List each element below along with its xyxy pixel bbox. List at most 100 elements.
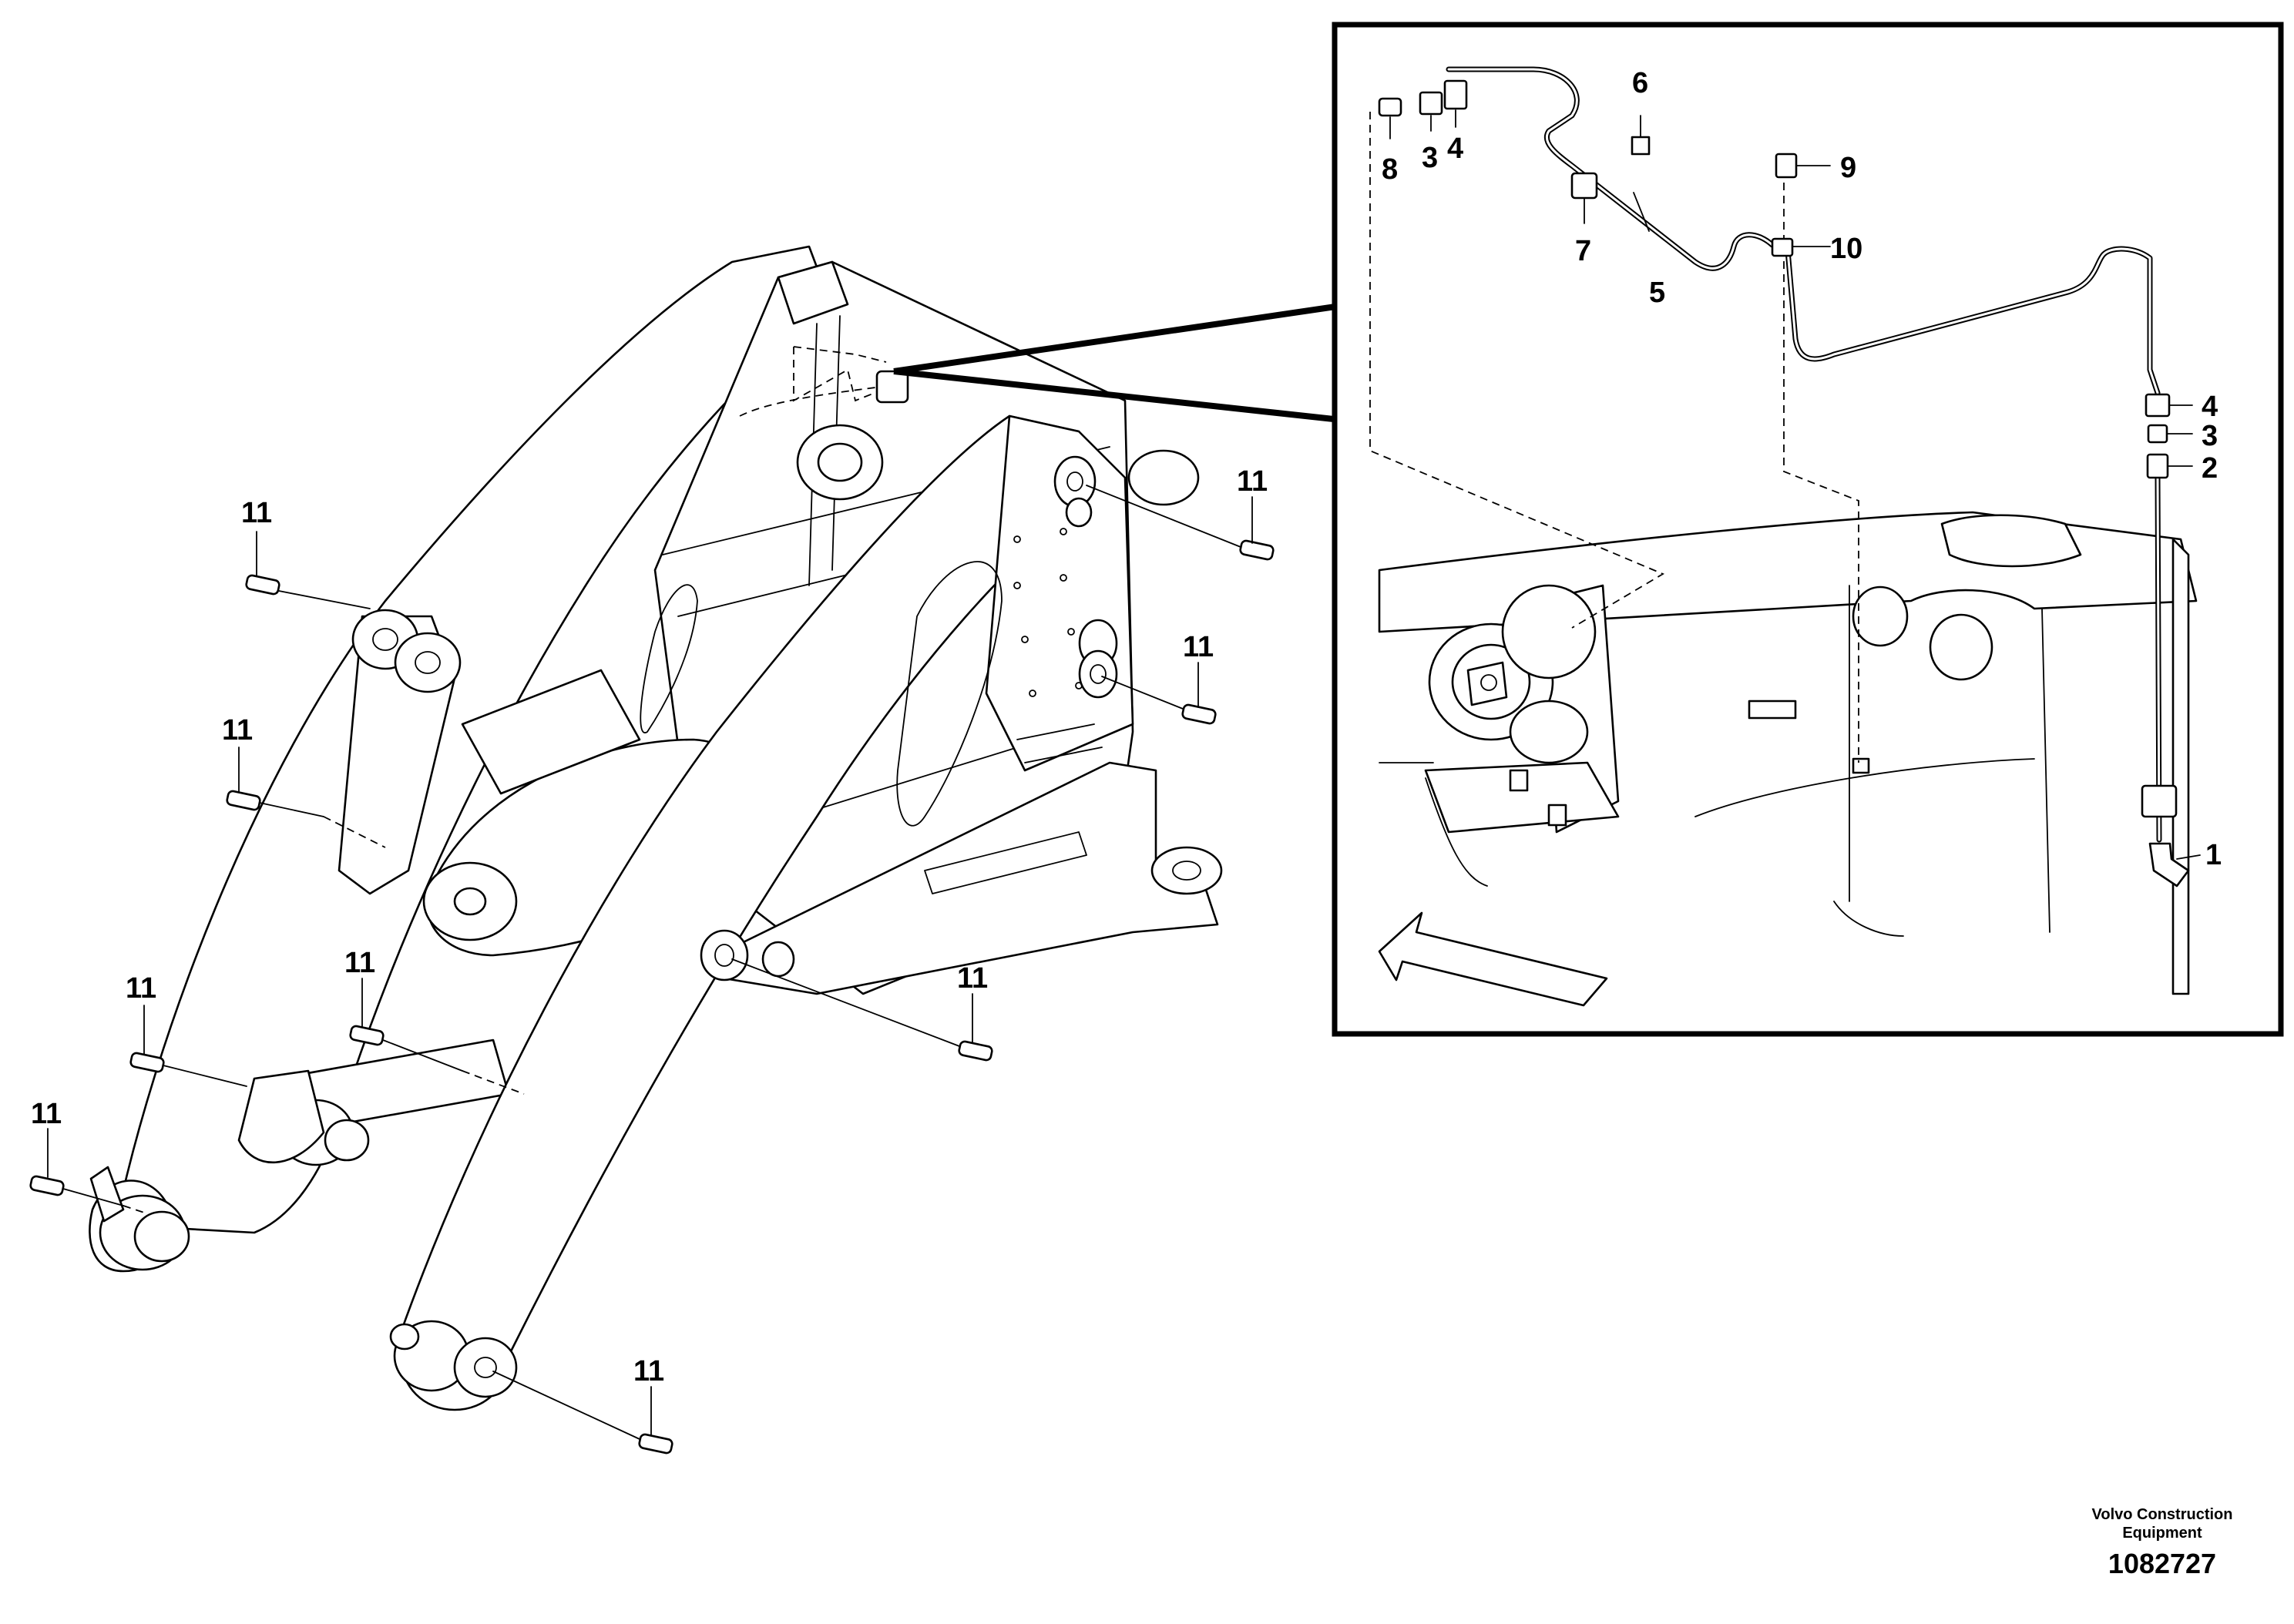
- detail-tab: [1852, 757, 1870, 774]
- tilt-link-pivot-eye: [394, 632, 462, 693]
- callout-2: 2: [2202, 452, 2218, 485]
- grease-pipe-inner: [1447, 68, 2159, 394]
- callout-9: 9: [1840, 152, 1856, 184]
- detail-grease-plate: [1466, 661, 1508, 706]
- fitting-7-clamp: [1570, 172, 1598, 200]
- callout-11: 11: [222, 714, 253, 747]
- detail-pivot-boss: [1501, 584, 1597, 679]
- grease-nipple-icon: [226, 790, 261, 811]
- detail-hole-a: [1852, 586, 1909, 647]
- callout-10: 10: [1830, 233, 1862, 265]
- rear-boom-cutout: [640, 584, 698, 733]
- grease-piping: [1446, 66, 2162, 843]
- callout-3: 3: [1422, 142, 1438, 174]
- detail-block: [1748, 700, 1797, 720]
- callout-3-lower: 3: [2202, 420, 2218, 452]
- grease-nipple-icon: [1181, 703, 1217, 725]
- leader-lines: [47, 485, 1253, 1440]
- callout-11: 11: [1183, 631, 1214, 663]
- detail-chassis: [1378, 511, 2198, 995]
- detail-hole-b: [1929, 613, 1993, 681]
- fitting-3-ferrule-lower: [2147, 424, 2168, 444]
- tilt-link-upper-bore: [372, 628, 398, 651]
- tilt-link-pivot-bore: [415, 651, 441, 674]
- detail-side-plate: [2171, 538, 2190, 995]
- front-chassis-lower: [715, 761, 1219, 995]
- bucket-pivot-pin-left: [133, 1210, 190, 1263]
- detail-base-plate: [1424, 761, 1620, 834]
- footer: Volvo Construction Equipment 1082727: [2092, 1506, 2233, 1579]
- callout-5: 5: [1649, 277, 1665, 309]
- grease-nipple-icon: [1239, 539, 1275, 561]
- callout-1: 1: [2205, 839, 2222, 871]
- tilt-lower-link: [237, 1069, 325, 1164]
- bucket-pivot-bore-right: [474, 1357, 497, 1378]
- lower-link-pin: [324, 1119, 370, 1162]
- callout-4: 4: [1447, 133, 1463, 165]
- detail-stud-b: [1547, 804, 1567, 827]
- grease-block: [875, 370, 909, 404]
- detail-frame-edges: [1694, 585, 2050, 937]
- fitting-1-elbow: [2148, 842, 2190, 887]
- detail-zoom-connector: [893, 303, 1342, 423]
- cylinder-mount-bore: [817, 442, 863, 482]
- detail-leaders: [1389, 109, 2201, 860]
- fitting-8-nipple: [1378, 97, 1402, 117]
- frame-hinge-lug: [1150, 846, 1223, 895]
- brand-name-line1: Volvo Construction: [2092, 1506, 2233, 1523]
- bucket-lug-right: [389, 1323, 420, 1351]
- callout-11: 11: [241, 497, 272, 529]
- callout-11: 11: [31, 1098, 62, 1130]
- grease-nipple-icon: [349, 1025, 385, 1046]
- bucket-lug-left: [89, 1166, 125, 1223]
- grease-nipple-icon: [958, 1040, 993, 1062]
- detail-fittings: [1378, 79, 2190, 887]
- chassis-detail-lines: [924, 723, 1103, 894]
- fitting-6-screw: [1631, 136, 1651, 156]
- direction-arrow: [1378, 911, 1608, 1007]
- callout-4-lower: 4: [2202, 391, 2218, 423]
- brand-name-line2: Equipment: [2122, 1525, 2202, 1542]
- detail-inset: 8 3 4 6 7 5 9 10 4 3 2 1: [1332, 22, 2284, 1037]
- pipe-clamp-block: [2141, 784, 2178, 818]
- grease-nipple-icon: [638, 1433, 673, 1455]
- cylinder-pivot-bore: [453, 887, 487, 916]
- frame-hinge-bore: [1172, 861, 1201, 881]
- loader-lift-frame: [89, 245, 1223, 1411]
- detail-hinge-tube: [1940, 514, 2082, 568]
- frame-hinge-upper: [1127, 449, 1200, 506]
- tower-bolt-holes: [1013, 528, 1083, 697]
- main-callouts: 11 11 11 11 11 11 11 11 11: [31, 465, 1268, 1387]
- detail-grease-point: [1480, 674, 1497, 691]
- grease-line-path: [739, 346, 895, 417]
- detail-lower-boss: [1509, 700, 1589, 764]
- pin-bosses: [700, 455, 1118, 981]
- detail-stud-a: [1509, 769, 1529, 792]
- detail-base-edges: [1379, 762, 1488, 887]
- detail-hidden-lines: [1369, 112, 1859, 763]
- grease-nipples: [29, 485, 1275, 1455]
- callout-11: 11: [957, 962, 988, 995]
- callout-7: 7: [1575, 235, 1591, 267]
- callout-11: 11: [344, 947, 375, 979]
- grease-nipple-icon: [245, 574, 280, 596]
- drawing-number: 1082727: [2108, 1548, 2216, 1579]
- fitting-3-ferrule-top: [1419, 91, 1443, 116]
- fitting-2-connector: [2146, 453, 2169, 479]
- callout-8: 8: [1382, 153, 1398, 186]
- fitting-4-nut-lower: [2145, 393, 2171, 418]
- grease-nipple-icon: [129, 1052, 165, 1073]
- tower-top-plate: [777, 260, 849, 325]
- detail-callouts: 8 3 4 6 7 5 9 10 4 3 2 1: [1382, 67, 2222, 871]
- grease-nipple-icon: [29, 1175, 65, 1196]
- callout-11: 11: [1237, 465, 1268, 498]
- bucket-pivot-pin-right: [453, 1337, 518, 1398]
- grease-pipe-lower-inner: [2156, 476, 2161, 841]
- callout-6: 6: [1632, 67, 1648, 99]
- fitting-10-clip: [1771, 237, 1794, 257]
- fitting-9-bolt: [1775, 153, 1798, 179]
- callout-11: 11: [126, 972, 156, 1005]
- callout-11: 11: [633, 1355, 664, 1387]
